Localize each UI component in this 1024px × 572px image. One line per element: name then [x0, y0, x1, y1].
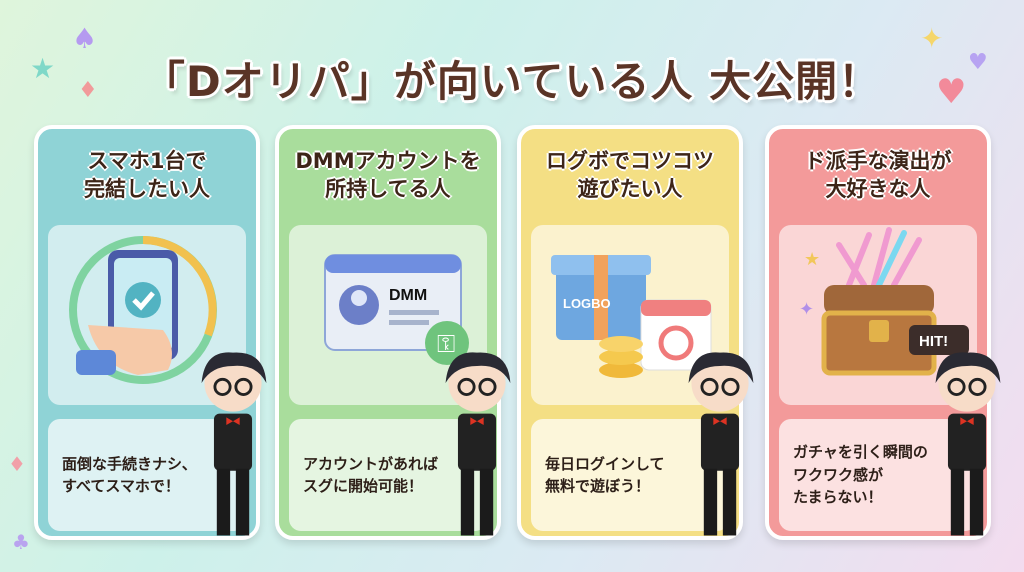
smartphone-check-icon	[48, 225, 246, 405]
heart-icon: ♥	[936, 72, 967, 112]
card-caption: 面倒な手続きナシ、 すべてスマホで！	[48, 419, 246, 531]
sparkle-icon: ✦	[920, 22, 944, 55]
card-heading: DMMアカウントを 所持してる人	[295, 148, 481, 201]
card-heading: スマホ1台で 完結したい人	[84, 148, 210, 201]
card-heading: ログボでコツコツ 遊びたい人	[546, 148, 714, 201]
key-icon: ⚿	[437, 330, 455, 358]
diamond-icon: ♦	[8, 452, 26, 476]
heart-icon: ♥	[968, 50, 988, 75]
treasure-chest-icon: HIT! ★ ✦	[779, 225, 977, 405]
star-icon: ★	[30, 52, 56, 85]
mascot-character	[201, 352, 267, 536]
diamond-icon: ♦	[78, 78, 98, 103]
id-card-label: DMM	[389, 287, 427, 304]
page-title: 「Dオリパ」が向いている人 大公開！	[142, 57, 882, 106]
card-caption: アカウントがあれば スグに開始可能！	[289, 419, 487, 531]
card-smartphone: スマホ1台で 完結したい人 面倒な手続きナシ、 すべてスマホで！	[34, 125, 260, 540]
hit-badge: HIT!	[919, 333, 948, 350]
card-caption: 毎日ログインして 無料で遊ぼう！	[531, 419, 729, 531]
gift-label: LOGBO	[563, 296, 611, 311]
card-heading: ド派手な演出が 大好きな人	[804, 148, 952, 201]
spade-icon: ♠	[72, 22, 98, 55]
gift-calendar-icon: LOGBO	[531, 225, 729, 405]
svg-text:✦: ✦	[799, 299, 814, 320]
svg-text:★: ★	[804, 249, 820, 270]
club-icon: ♣	[12, 530, 30, 554]
card-caption: ガチャを引く瞬間の ワクワク感が たまらない！	[779, 419, 977, 531]
mascot-character	[935, 352, 1001, 536]
mascot-character	[445, 352, 511, 536]
mascot-character	[688, 352, 754, 536]
